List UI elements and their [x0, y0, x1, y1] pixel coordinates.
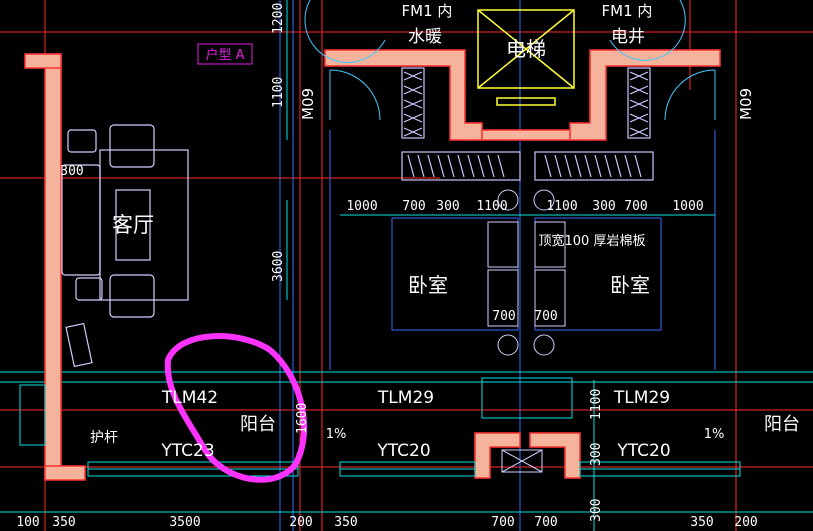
dim-bottom-7: 700 [534, 515, 557, 530]
room-electric-shaft: 电井 [611, 27, 645, 47]
dim-vert-7: 300 [589, 499, 604, 522]
window-tag-tlm29-right: TLM29 [613, 388, 670, 408]
room-water-heating: 水暖 [408, 27, 442, 47]
room-living: 客厅 [112, 213, 154, 237]
dims-vertical: 1200 1100 3600 1600 1100 300 300 [271, 3, 604, 522]
dim-bottom-6: 700 [491, 515, 514, 530]
dim-misc-1: 300 [60, 164, 83, 179]
dims-misc: 300 700 700 [60, 164, 557, 324]
dim-top-4: 1100 [476, 199, 507, 214]
wall-left-top [24, 53, 62, 69]
door-tag-m09-right: M09 [737, 88, 755, 120]
beds [487, 189, 566, 356]
dim-top-5: 1100 [546, 199, 577, 214]
dim-misc-2: 700 [492, 309, 515, 324]
walls [24, 49, 721, 481]
dims-top: 1000 700 300 1100 1100 300 700 1000 [346, 199, 703, 214]
room-elevator: 电梯 [506, 37, 546, 61]
window-tag-tlm42: TLM42 [161, 388, 218, 408]
wall-left-vertical [44, 53, 62, 480]
dim-misc-3: 700 [534, 309, 557, 324]
room-balcony-right: 阳台 [764, 414, 800, 435]
dim-top-8: 1000 [672, 199, 703, 214]
dim-top-2: 700 [402, 199, 425, 214]
dim-bottom-9: 200 [734, 515, 757, 530]
wall-left-bottom [44, 465, 86, 481]
wall-bottom-left-pier [474, 432, 521, 479]
dim-vert-3: 3600 [271, 251, 286, 282]
dim-vert-2: 1100 [271, 77, 286, 108]
room-bedroom-left: 卧室 [408, 273, 448, 297]
dim-top-7: 700 [624, 199, 647, 214]
dim-bottom-3: 3500 [169, 515, 200, 530]
railing-label: 护杆 [90, 430, 118, 446]
dims-bottom: 100 350 3500 200 350 700 700 350 200 [16, 515, 757, 530]
shaft-hatching [401, 67, 654, 181]
dim-vert-1: 1200 [271, 3, 286, 34]
elevator-shaft [477, 9, 575, 106]
wall-core-right [569, 49, 721, 141]
dim-bottom-1: 100 [16, 515, 39, 530]
unit-label-box [197, 43, 253, 65]
wall-core-left [324, 49, 483, 141]
window-tag-ytc20-right: YTC20 [616, 441, 670, 461]
slope-left: 1% [326, 427, 347, 442]
door-tag-fm1-right: FM1 内 [602, 2, 653, 20]
sofa-set [61, 124, 189, 368]
dim-vert-4: 1600 [295, 403, 310, 434]
dim-bottom-4: 200 [289, 515, 312, 530]
windows [19, 377, 741, 477]
dim-vert-5: 1100 [589, 389, 604, 420]
dim-bottom-5: 350 [334, 515, 357, 530]
dim-bottom-8: 350 [690, 515, 713, 530]
room-bedroom-right: 卧室 [610, 273, 650, 297]
dim-bottom-2: 350 [52, 515, 75, 530]
annotation-circle [164, 333, 308, 483]
dim-vert-6: 300 [589, 443, 604, 466]
unit-label: 户型 A [205, 47, 244, 63]
door-tag-m09-left: M09 [299, 88, 317, 120]
floor-drain-fixture [501, 449, 543, 473]
window-tag-tlm29-left: TLM29 [377, 388, 434, 408]
dim-top-1: 1000 [346, 199, 377, 214]
slope-right: 1% [704, 427, 725, 442]
door-tag-fm1-left: FM1 内 [402, 2, 453, 20]
wall-bottom-right-pier [529, 432, 581, 479]
dim-top-3: 300 [436, 199, 459, 214]
ceiling-note: 顶宽100 厚岩棉板 [539, 233, 646, 249]
room-balcony-left: 阳台 [240, 414, 276, 435]
wall-core-bottom [481, 129, 571, 141]
window-tag-ytc23: YTC23 [160, 441, 214, 461]
window-tag-ytc20-left: YTC20 [376, 441, 430, 461]
dim-top-6: 300 [592, 199, 615, 214]
door-swings [304, 0, 716, 121]
